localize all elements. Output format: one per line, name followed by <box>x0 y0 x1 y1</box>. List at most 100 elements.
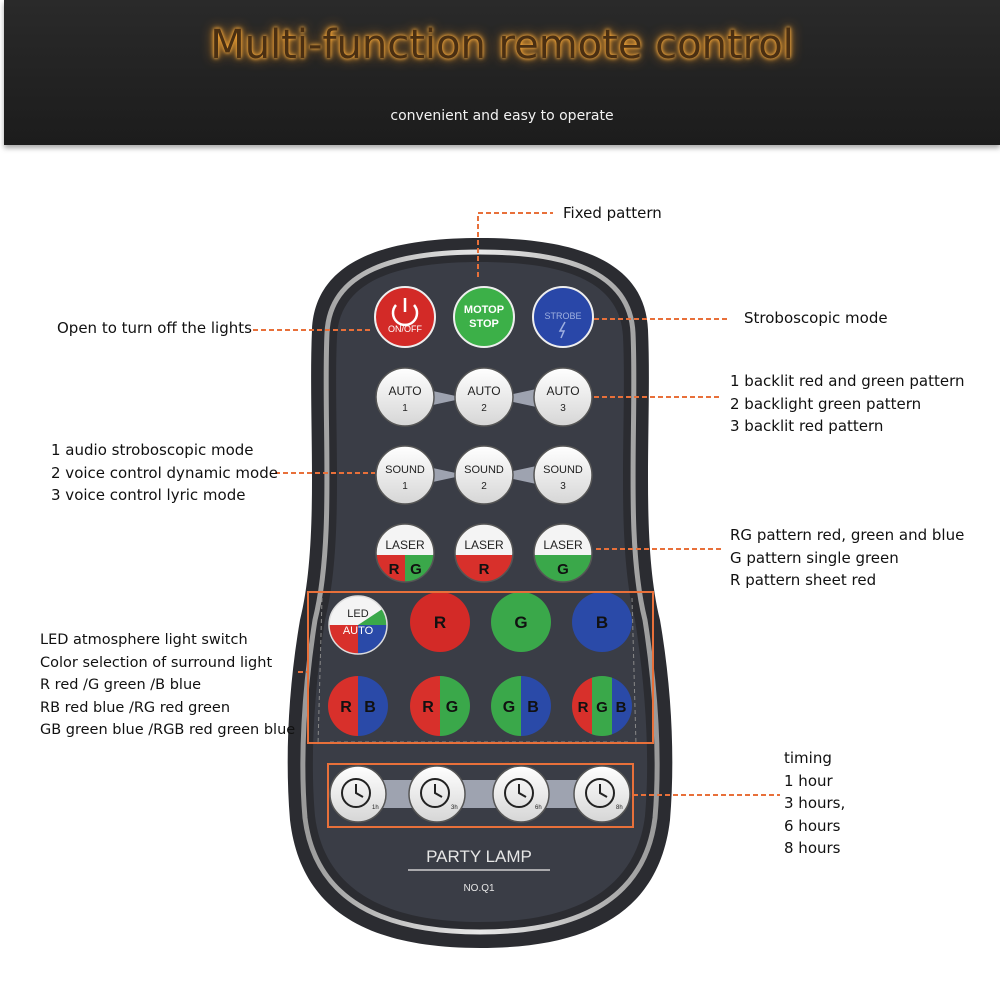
timing-callout-line-4: 6 hours <box>784 816 841 835</box>
color-b-label: B <box>596 613 608 632</box>
sound-2-label: SOUND <box>464 464 504 476</box>
color-gb-button[interactable]: G B <box>491 676 551 736</box>
color-rgb-button[interactable]: R G B <box>572 676 632 736</box>
laser-g-letter: G <box>557 561 569 578</box>
sound-1-button[interactable]: SOUND 1 <box>375 445 435 505</box>
laser-callout: RG pattern red, green and blue G pattern… <box>730 524 964 592</box>
title-banner: Multi-function remote control convenient… <box>4 0 1000 145</box>
banner-subtitle: convenient and easy to operate <box>390 108 614 124</box>
sound-2-button[interactable]: SOUND 2 <box>454 445 514 505</box>
auto-3-number: 3 <box>560 403 566 414</box>
timer-8h-button[interactable]: 8h <box>573 765 631 823</box>
timer-3h-button[interactable]: 3h <box>408 765 466 823</box>
laser-rg-label: LASER <box>385 538 425 552</box>
led-callout-line-4: RB red blue /RG red green <box>40 699 231 716</box>
model-label: NO.Q1 <box>463 883 495 894</box>
auto-1-number: 1 <box>402 403 408 414</box>
color-rgb-g: G <box>596 699 608 716</box>
color-g-label: G <box>514 613 527 632</box>
laser-callout-line-2: G pattern single green <box>730 548 899 567</box>
color-g-button[interactable]: G <box>491 592 551 652</box>
power-button-label: ON/OFF <box>388 324 422 334</box>
color-r-label: R <box>434 613 446 632</box>
auto-2-button[interactable]: AUTO 2 <box>454 367 514 427</box>
power-button[interactable]: ON/OFF <box>374 286 436 348</box>
strobe-button[interactable]: STROBE <box>532 286 594 348</box>
laser-r-label: LASER <box>464 538 504 552</box>
color-b-button[interactable]: B <box>572 592 632 652</box>
auto-callout: 1 backlit red and green pattern 2 backli… <box>730 370 965 438</box>
auto-callout-line-3: 3 backlit red pattern <box>730 417 884 435</box>
power-callout-label: Open to turn off the lights <box>57 319 252 337</box>
sound-callout: 1 audio stroboscopic mode 2 voice contro… <box>51 439 278 507</box>
color-rb-button[interactable]: R B <box>328 676 388 736</box>
auto-3-button[interactable]: AUTO 3 <box>533 367 593 427</box>
color-rg-r: R <box>422 699 434 716</box>
laser-rg-button[interactable]: LASER R G <box>375 523 435 583</box>
clock-icon <box>420 778 450 808</box>
laser-rg-g: G <box>410 561 422 578</box>
led-callout-line-2: Color selection of surround light <box>40 654 273 671</box>
color-rg-button[interactable]: R G <box>410 676 470 736</box>
sound-1-number: 1 <box>402 481 408 492</box>
strobe-callout-label: Stroboscopic mode <box>744 309 888 327</box>
sound-callout-line-3: 3 voice control lyric mode <box>51 486 246 504</box>
sound-callout-line-1: 1 audio stroboscopic mode <box>51 441 254 459</box>
color-gb-b: B <box>527 699 539 716</box>
color-rb-b: B <box>364 699 376 716</box>
laser-r-letter: R <box>479 561 490 578</box>
laser-r-button[interactable]: LASER R <box>454 523 514 583</box>
auto-callout-line-2: 2 backlight green pattern <box>730 394 922 413</box>
laser-g-button[interactable]: LASER G <box>533 523 593 583</box>
led-auto-label: AUTO <box>343 625 374 637</box>
color-gb-g: G <box>503 699 515 716</box>
sound-3-button[interactable]: SOUND 3 <box>533 445 593 505</box>
auto-2-number: 2 <box>481 403 487 414</box>
laser-callout-line-1: RG pattern red, green and blue <box>730 526 965 544</box>
color-r-button[interactable]: R <box>410 592 470 652</box>
motop-label: MOTOP <box>464 304 504 316</box>
timing-callout-line-3: 3 hours, <box>784 794 846 812</box>
timing-callout-line-2: 1 hour <box>784 771 833 790</box>
brand-label: PARTY LAMP <box>426 847 532 866</box>
timing-callout-line-5: 8 hours <box>784 839 841 857</box>
timer-3h-label: 3h <box>451 805 458 811</box>
clock-icon <box>585 778 615 808</box>
led-callout-line-5: GB green blue /RGB red green blue <box>40 722 296 738</box>
timing-callout: timing 1 hour 3 hours, 6 hours 8 hours <box>784 747 845 860</box>
auto-1-button[interactable]: AUTO 1 <box>375 367 435 427</box>
brand-plate: PARTY LAMP NO.Q1 <box>408 847 550 894</box>
auto-1-label: AUTO <box>388 384 421 398</box>
led-group-highlight <box>307 591 654 744</box>
stop-label: STOP <box>469 318 499 330</box>
led-label: LED <box>347 608 368 620</box>
fixed-pattern-label: Fixed pattern <box>563 204 662 222</box>
power-icon <box>391 304 419 327</box>
auto-3-label: AUTO <box>546 384 579 398</box>
banner-title: Multi-function remote control <box>210 22 794 68</box>
led-callout: LED atmosphere light switch Color select… <box>40 629 295 742</box>
timing-callout-line-1: timing <box>784 749 832 767</box>
lightning-icon <box>558 321 566 339</box>
timer-6h-button[interactable]: 6h <box>492 765 550 823</box>
color-rb-r: R <box>340 699 352 716</box>
color-rg-g: G <box>446 699 458 716</box>
sound-2-number: 2 <box>481 481 487 492</box>
clock-icon <box>341 778 371 808</box>
auto-callout-line-1: 1 backlit red and green pattern <box>730 372 965 390</box>
led-callout-line-3: R red /G green /B blue <box>40 677 202 693</box>
sound-3-number: 3 <box>560 481 566 492</box>
timer-1h-button[interactable]: 1h <box>329 765 387 823</box>
led-callout-line-1: LED atmosphere light switch <box>40 632 248 648</box>
auto-2-label: AUTO <box>467 384 500 398</box>
timer-6h-label: 6h <box>535 805 542 811</box>
color-rgb-b: B <box>616 699 627 716</box>
laser-rg-r: R <box>389 561 400 578</box>
strobe-label: STROBE <box>544 311 581 321</box>
color-rgb-r: R <box>578 699 589 716</box>
led-auto-button[interactable]: LED AUTO <box>328 595 388 655</box>
sound-3-label: SOUND <box>543 464 583 476</box>
motop-stop-button[interactable]: MOTOP STOP <box>453 286 515 348</box>
laser-callout-line-3: R pattern sheet red <box>730 571 877 589</box>
